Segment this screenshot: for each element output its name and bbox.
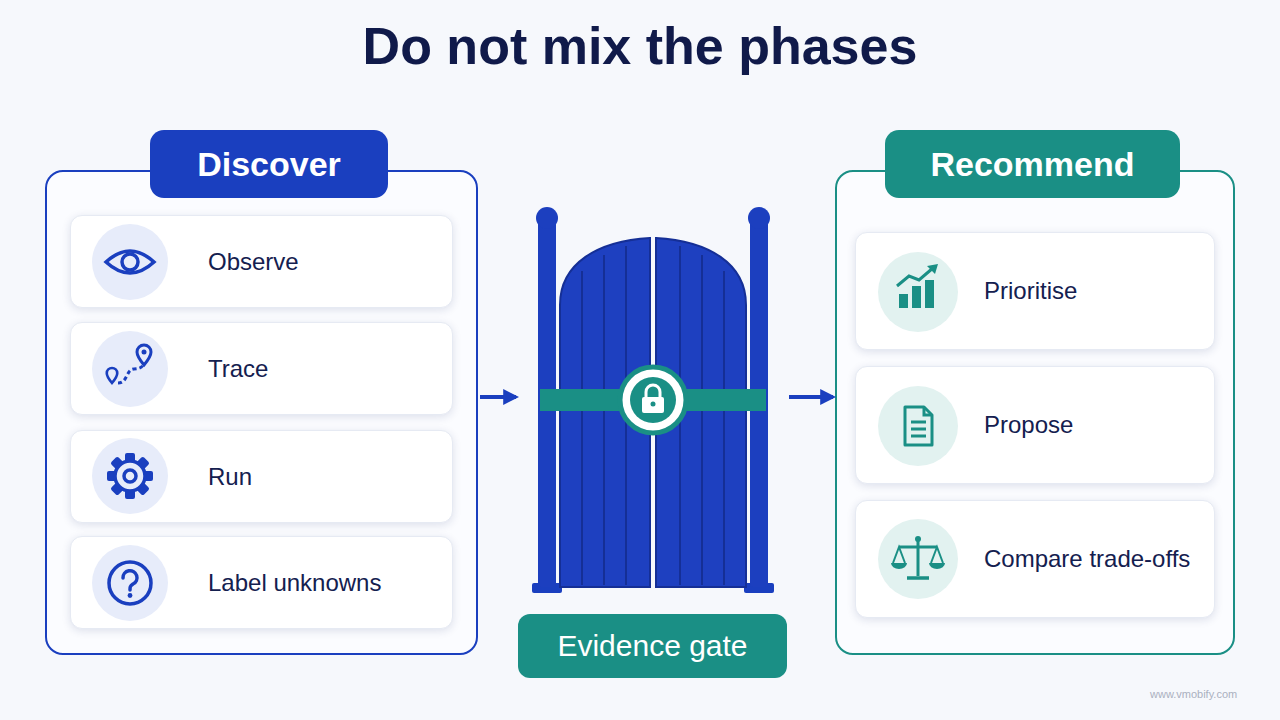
document-line <box>911 428 926 431</box>
map-pin <box>107 368 118 383</box>
question-hook <box>123 571 137 590</box>
scales-post <box>917 539 920 576</box>
step-card: Label unknowns <box>70 536 453 629</box>
gear-tooth <box>107 471 117 481</box>
gear-icon <box>92 438 168 514</box>
step-card: Prioritise <box>855 232 1215 350</box>
icon-background <box>878 386 958 466</box>
post-cap <box>536 207 558 229</box>
icon-background <box>92 438 168 514</box>
question-dot <box>128 593 133 598</box>
gear-tooth <box>110 456 124 470</box>
question-icon <box>92 545 168 621</box>
gear-tooth <box>110 482 124 496</box>
route-path <box>118 365 143 383</box>
watermark: www.vmobify.com <box>1150 688 1237 700</box>
step-label: Compare trade-offs <box>984 545 1190 573</box>
eye-pupil <box>122 254 138 270</box>
gear-tooth <box>136 456 150 470</box>
document-line <box>911 421 926 424</box>
step-label: Run <box>208 463 252 491</box>
door-plank <box>701 255 703 585</box>
phase-heading: Discover <box>150 130 388 198</box>
phase-panel: DiscoverObserveTraceRunLabel unknowns <box>45 170 478 655</box>
step-label: Prioritise <box>984 277 1077 305</box>
trend-head <box>927 264 938 274</box>
document-outline <box>905 407 932 445</box>
document-icon <box>878 386 958 466</box>
step-card: Propose <box>855 366 1215 484</box>
chart-bar <box>912 286 921 308</box>
icon-background <box>878 519 958 599</box>
scales-base <box>907 576 929 580</box>
step-card: Observe <box>70 215 453 308</box>
step-card: Run <box>70 430 453 523</box>
step-label: Label unknowns <box>208 569 381 597</box>
scales-beam <box>899 546 937 549</box>
step-card: Compare trade-offs <box>855 500 1215 618</box>
icon-background <box>92 331 168 407</box>
icon-background <box>878 252 958 332</box>
lock-body <box>642 397 664 413</box>
trend-line <box>897 268 933 286</box>
icon-background <box>92 224 168 300</box>
question-ring <box>109 562 151 604</box>
scales-string <box>893 547 905 563</box>
eye-icon <box>92 224 168 300</box>
icon-background <box>92 545 168 621</box>
lock-ring <box>620 367 686 433</box>
diagram-title: Do not mix the phases <box>0 16 1280 76</box>
pin-outline <box>107 368 118 383</box>
gate-label: Evidence gate <box>518 614 787 678</box>
gate-drawing <box>518 205 787 605</box>
eye-outline <box>106 251 154 273</box>
document-fold <box>924 407 932 415</box>
gear-tooth <box>143 471 153 481</box>
scales-pan <box>891 563 907 569</box>
step-card: Trace <box>70 322 453 415</box>
scales-icon <box>878 519 958 599</box>
pin-dot <box>142 350 147 355</box>
flow-arrow <box>480 395 516 399</box>
gear-tooth <box>125 489 135 499</box>
pin-outline <box>137 345 151 365</box>
scales-knob <box>915 536 921 542</box>
map-pin <box>137 345 151 365</box>
gear-body <box>115 461 145 491</box>
step-label: Propose <box>984 411 1073 439</box>
scales-pan <box>929 563 945 569</box>
door-plank <box>723 271 725 585</box>
chart-bar <box>925 280 934 308</box>
scales-string <box>931 547 943 563</box>
chart-icon <box>878 252 958 332</box>
post-cap <box>748 207 770 229</box>
chart-bar <box>899 294 908 308</box>
gear-tooth <box>136 482 150 496</box>
phase-heading: Recommend <box>885 130 1180 198</box>
lock-keyhole <box>651 402 656 407</box>
gear-hub <box>124 470 136 482</box>
gate-node: Evidence gate <box>518 205 787 680</box>
document-line <box>911 435 926 438</box>
door-plank <box>581 271 583 585</box>
flow-arrow <box>789 395 833 399</box>
step-label: Observe <box>208 248 299 276</box>
lock-disc <box>630 377 676 423</box>
phase-panel: RecommendPrioritiseProposeCompare trade-… <box>835 170 1235 655</box>
door-plank <box>603 255 605 585</box>
lock-shackle <box>646 385 660 399</box>
gear-tooth <box>125 453 135 463</box>
route-icon <box>92 331 168 407</box>
step-label: Trace <box>208 355 268 383</box>
